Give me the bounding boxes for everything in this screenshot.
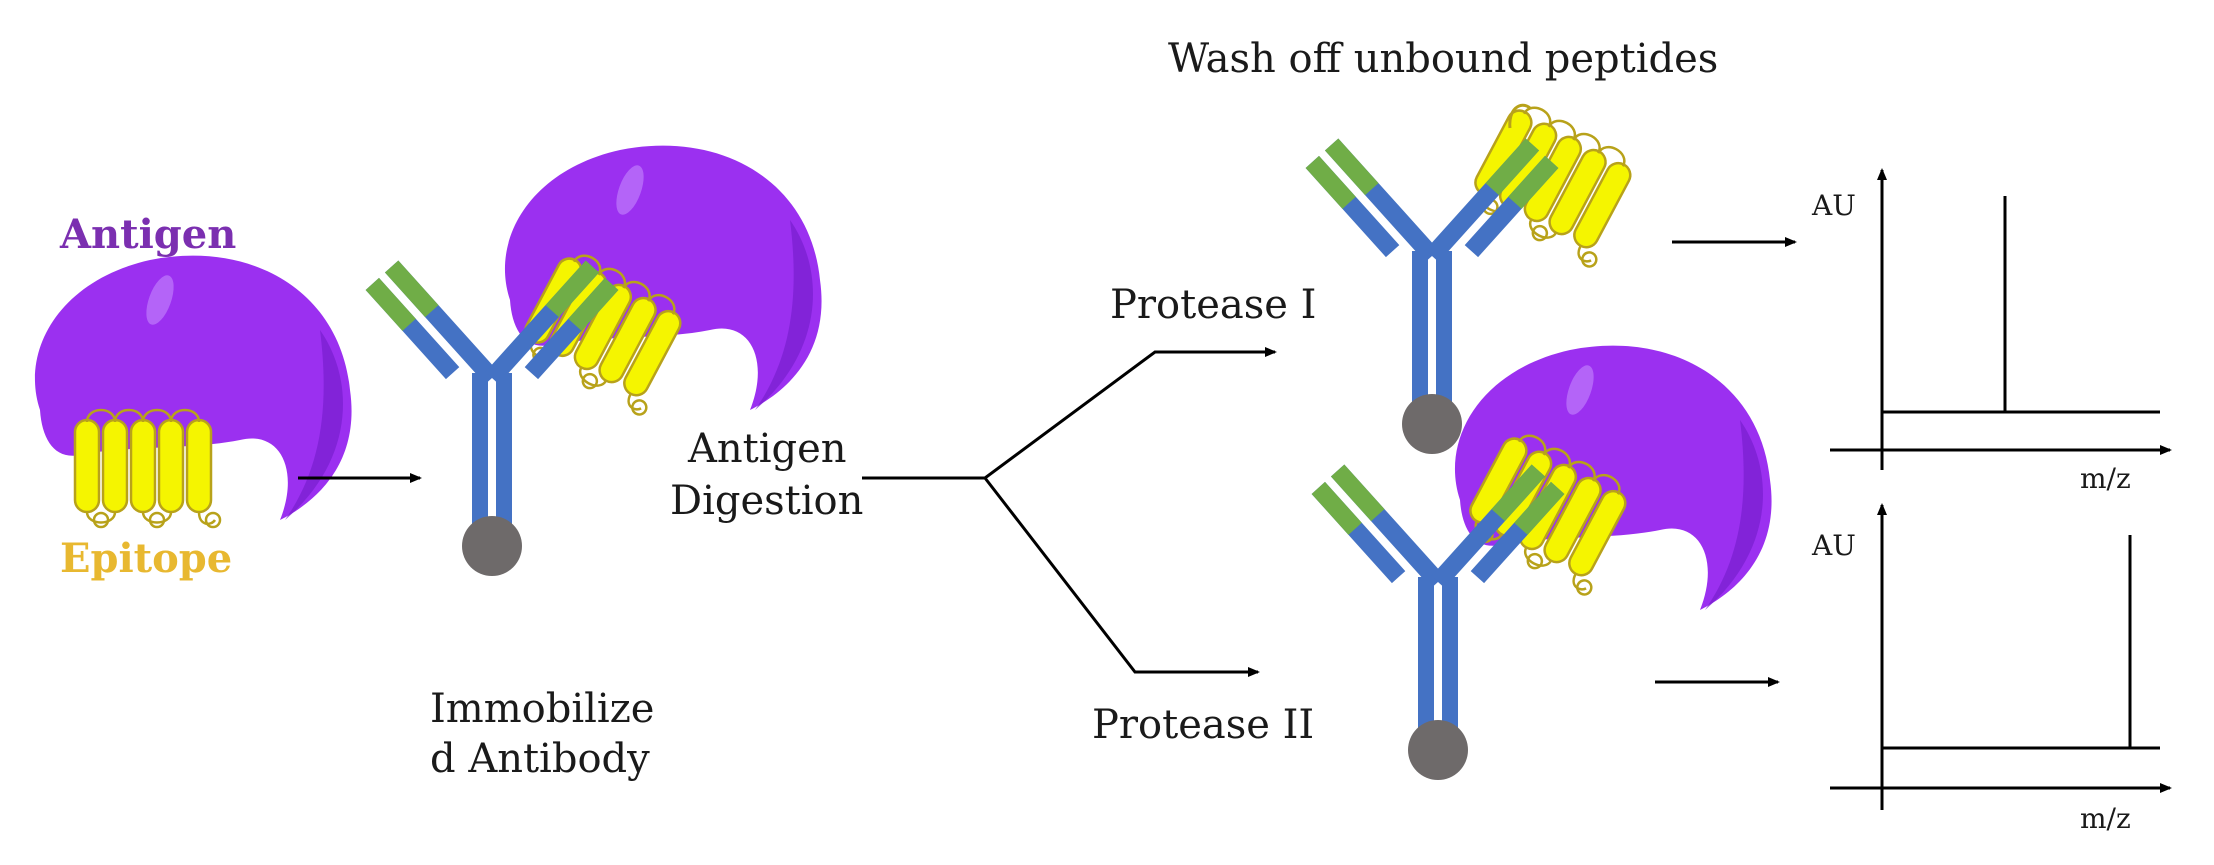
protease2-antibody (1311, 464, 1565, 780)
spectrum-chart-2: AU m/z (1811, 503, 2172, 835)
wash-label: Wash off unbound peptides (1168, 36, 1718, 82)
chart2-xlabel: m/z (2080, 802, 2131, 835)
spectrum-chart-1: AU m/z (1811, 168, 2172, 495)
immobilized-label-line2: d Antibody (430, 736, 650, 782)
epitope-label: Epitope (60, 535, 232, 582)
immobilized-antibody (365, 260, 619, 576)
immobilized-label-line1: Immobilize (430, 686, 654, 732)
digestion-label-line2: Digestion (670, 478, 863, 524)
chart1-xlabel: m/z (2080, 462, 2131, 495)
protease1-peptide-tail (1508, 103, 1531, 129)
chart1-ylabel: AU (1811, 189, 1856, 222)
digestion-branch-lower (983, 477, 1260, 677)
digestion-label-line1: Antigen (687, 426, 847, 472)
antigen-label: Antigen (59, 211, 236, 258)
protease2-label: Protease II (1092, 702, 1314, 748)
protease1-label: Protease I (1110, 282, 1316, 328)
chart2-ylabel: AU (1811, 529, 1856, 562)
digestion-branch (862, 350, 1275, 480)
free-epitope (75, 410, 220, 527)
